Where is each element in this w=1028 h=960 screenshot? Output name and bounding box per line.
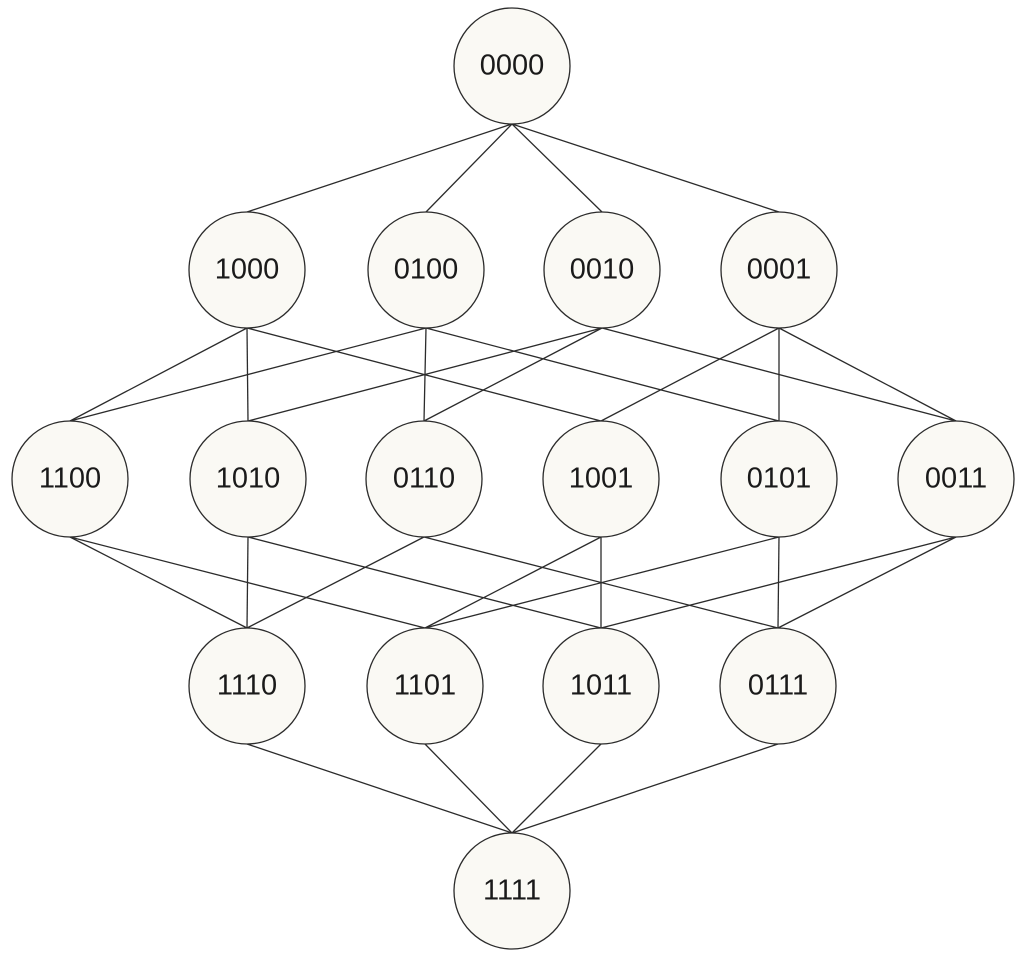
graph-edge-0010-0110 (423, 327, 603, 422)
graph-node-0111: 0111 (719, 627, 837, 745)
graph-edge-0010-1010 (247, 327, 603, 422)
node-label-0001: 0001 (747, 254, 812, 286)
node-circle-0110 (365, 420, 483, 538)
graph-node-0010: 0010 (543, 211, 661, 329)
graph-edge-1000-1100 (69, 327, 248, 422)
graph-node-0000: 0000 (453, 7, 571, 125)
graph-node-0110: 0110 (365, 420, 483, 538)
node-circle-1010 (189, 420, 307, 538)
node-circle-0011 (897, 420, 1015, 538)
node-label-0100: 0100 (394, 254, 459, 286)
node-circle-0111 (719, 627, 837, 745)
node-circle-1100 (11, 420, 129, 538)
graph-node-1011: 1011 (542, 627, 660, 745)
node-label-0110: 0110 (393, 463, 455, 495)
node-label-0011: 0011 (925, 463, 987, 495)
node-label-0010: 0010 (570, 254, 635, 286)
node-circle-0001 (720, 211, 838, 329)
node-label-0000: 0000 (480, 50, 545, 82)
graph-edge-0111-1111 (511, 743, 779, 834)
graph-node-1111: 1111 (453, 832, 571, 950)
graph-node-1000: 1000 (188, 211, 306, 329)
graph-edge-0001-0011 (778, 327, 957, 422)
node-label-0111: 0111 (748, 670, 808, 702)
graph-node-0101: 0101 (720, 420, 838, 538)
graph-node-1010: 1010 (189, 420, 307, 538)
graph-node-0001: 0001 (720, 211, 838, 329)
graph-edge-0110-1110 (246, 536, 425, 629)
node-label-0101: 0101 (747, 463, 812, 495)
node-circle-0000 (453, 7, 571, 125)
node-layer: 0000 1000 0100 0010 0001 1100 1010 0110 1001 0101… (11, 7, 1015, 950)
node-label-1010: 1010 (216, 463, 281, 495)
graph-node-1110: 1110 (188, 627, 306, 745)
node-circle-1111 (453, 832, 571, 950)
node-circle-0101 (720, 420, 838, 538)
graph-edge-0100-1100 (69, 327, 427, 422)
edge-layer (69, 123, 957, 834)
graph-edge-0001-1001 (600, 327, 780, 422)
graph-edge-0000-1000 (246, 123, 513, 213)
graph-edge-1010-1110 (246, 536, 249, 629)
node-label-1000: 1000 (215, 254, 280, 286)
graph-node-0011: 0011 (897, 420, 1015, 538)
graph-edge-0011-0111 (777, 536, 957, 629)
graph-edge-0000-0001 (511, 123, 780, 213)
graph-node-1100: 1100 (11, 420, 129, 538)
node-circle-1011 (542, 627, 660, 745)
graph-edge-0100-0101 (425, 327, 780, 422)
node-label-1111: 1111 (483, 875, 541, 907)
node-circle-0010 (543, 211, 661, 329)
graph-edge-1001-1101 (424, 536, 602, 629)
graph-edge-1101-1111 (424, 743, 513, 834)
graph-edge-1011-1111 (511, 743, 602, 834)
node-circle-1000 (188, 211, 306, 329)
node-circle-1101 (366, 627, 484, 745)
graph-edge-1100-1110 (69, 536, 248, 629)
node-circle-1110 (188, 627, 306, 745)
graph-node-1001: 1001 (542, 420, 660, 538)
graph-edge-1110-1111 (246, 743, 513, 834)
graph-edge-0101-1101 (424, 536, 780, 629)
node-label-1011: 1011 (570, 670, 632, 702)
graph-node-0100: 0100 (367, 211, 485, 329)
node-label-1101: 1101 (394, 670, 456, 702)
graph-edge-1010-1011 (247, 536, 602, 629)
node-circle-1001 (542, 420, 660, 538)
node-label-1100: 1100 (39, 463, 101, 495)
graph-edge-0011-1011 (600, 536, 957, 629)
node-circle-0100 (367, 211, 485, 329)
node-label-1001: 1001 (569, 463, 634, 495)
graph-edge-0000-0100 (425, 123, 513, 213)
node-label-1110: 1110 (217, 670, 277, 702)
graph-edge-0000-0010 (511, 123, 603, 213)
graph-node-1101: 1101 (366, 627, 484, 745)
